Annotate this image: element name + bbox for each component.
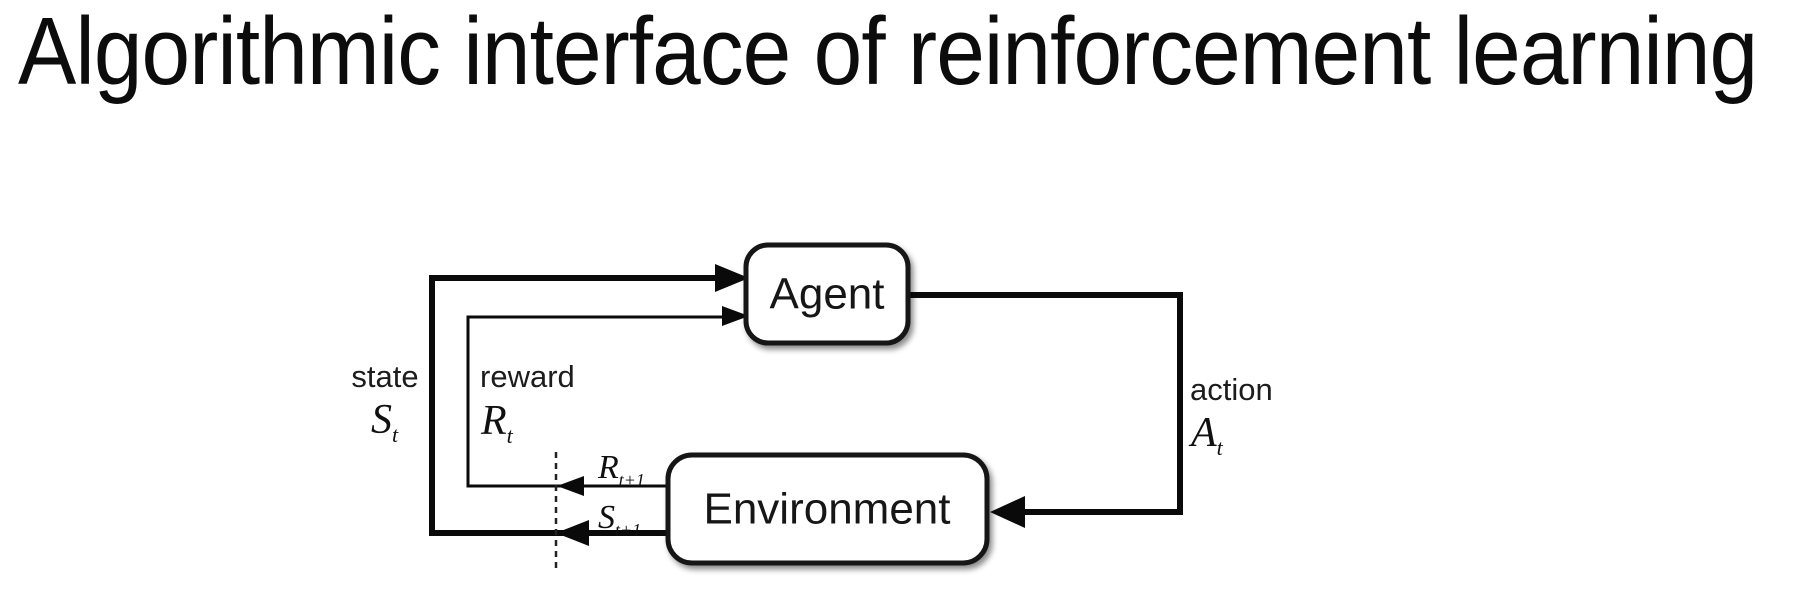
state-loop-line (429, 275, 740, 536)
page-title: Algorithmic interface of reinforcement l… (18, 0, 1758, 105)
state-word-label: state (351, 359, 418, 394)
next-reward-symbol-label: Rt+1 (597, 449, 645, 490)
state-arrowhead-at-timestep (556, 520, 589, 546)
action-symbol-label: At (1188, 410, 1224, 460)
action-word-label: action (1190, 372, 1273, 407)
reward-symbol-label: Rt (480, 398, 514, 448)
agent-node: Agent (743, 242, 911, 346)
agent-label: Agent (770, 270, 885, 319)
state-symbol-label: St (371, 397, 399, 447)
reward-arrowhead-at-timestep (557, 476, 584, 496)
state-loop (429, 264, 749, 546)
reward-arrowhead-into-agent (722, 306, 749, 326)
next-state-symbol-label: St+1 (598, 499, 641, 540)
reward-word-label: reward (480, 359, 575, 394)
action-loop-line (908, 292, 1183, 515)
environment-node: Environment (665, 452, 990, 566)
state-arrowhead-into-agent (715, 264, 749, 292)
reward-loop (466, 306, 749, 496)
environment-box (665, 452, 990, 566)
action-arrowhead-into-environment (990, 496, 1025, 528)
agent-box (743, 242, 911, 346)
environment-label: Environment (703, 485, 950, 534)
action-loop (908, 292, 1183, 528)
